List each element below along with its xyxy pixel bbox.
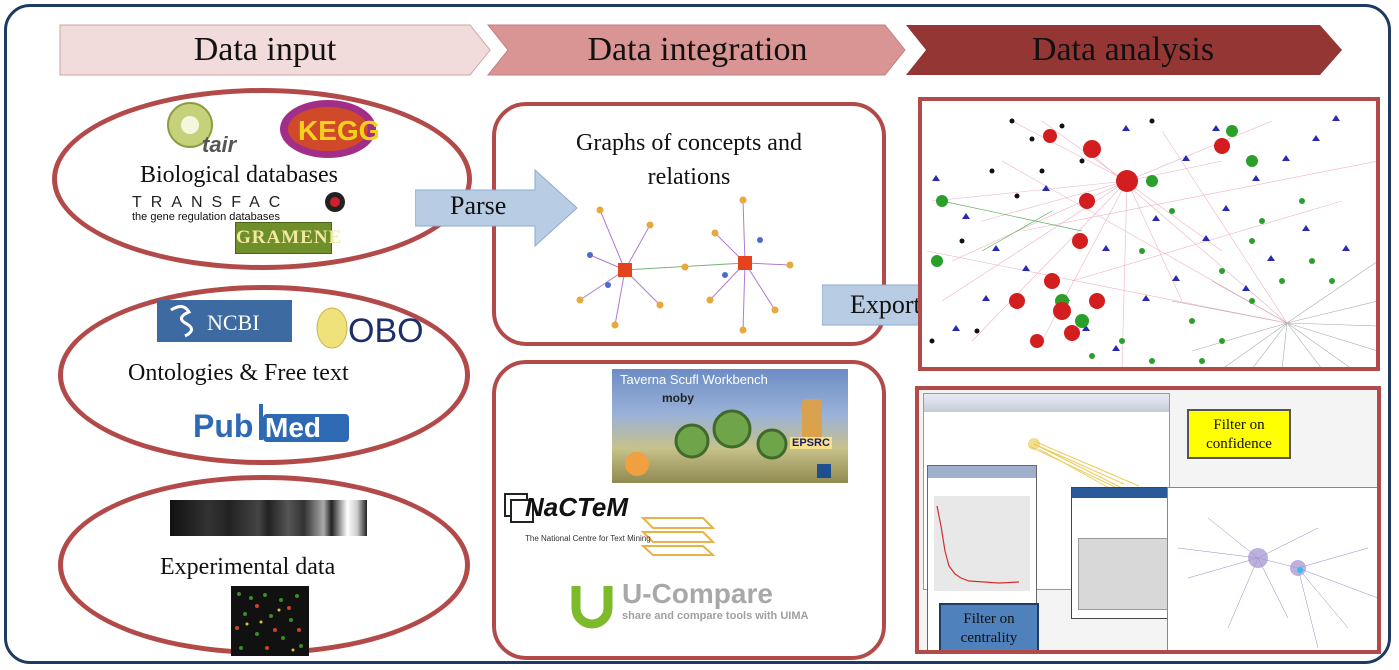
- svg-text:TRANSFAC: TRANSFAC: [132, 194, 289, 211]
- svg-text:OBO: OBO: [348, 312, 424, 350]
- outer-frame: [4, 4, 1391, 664]
- chevron-data-analysis: [906, 25, 1342, 75]
- small-graph-drawing: [576, 196, 794, 334]
- biological-databases-label: Biological databases: [140, 162, 338, 188]
- tair-logo: tair: [160, 100, 250, 160]
- ncbi-logo: NCBI: [157, 300, 292, 342]
- graphs-label: Graphs of concepts and relations: [576, 130, 802, 190]
- network-visualization: [926, 115, 1376, 367]
- chevron-data-input: [59, 24, 491, 76]
- chevron-data-integration: [486, 24, 906, 76]
- filter-dialog-window: [1071, 487, 1179, 619]
- ucompare-subtitle: share and compare tools with UIMA: [622, 610, 809, 622]
- gel-image: [170, 500, 367, 536]
- svg-text:KEGG: KEGG: [298, 115, 378, 146]
- ucompare-logo: U-Compare share and compare tools with U…: [568, 578, 858, 634]
- svg-text:Med: Med: [265, 412, 321, 443]
- moby-label: moby: [662, 391, 695, 405]
- ucompare-title: U-Compare: [622, 578, 773, 609]
- software-screenshots-box: Filter on confidence Filter on centralit…: [915, 386, 1381, 654]
- microarray-image: [231, 586, 309, 656]
- ontologies-label: Ontologies & Free text: [128, 360, 349, 386]
- pubmed-logo: Pub Med: [193, 400, 363, 451]
- filter-confidence-label: Filter on confidence: [1187, 409, 1291, 459]
- taverna-image: Taverna Scufl Workbench moby EPSRC: [612, 369, 848, 483]
- experimental-data-label: Experimental data: [160, 554, 336, 580]
- epsrc-label: EPSRC: [790, 437, 832, 449]
- kegg-logo: KEGG: [278, 98, 380, 165]
- nactem-logo: NaCTeM The National Centre for Text Mini…: [503, 488, 718, 556]
- network-visualization-box: [918, 97, 1380, 371]
- stage-chevrons: [59, 24, 1342, 76]
- gramene-logo: GRAMENE: [235, 222, 341, 254]
- parse-label: Parse: [450, 191, 507, 220]
- obo-logo: OBO: [312, 300, 432, 355]
- stage-data-analysis: Data analysis: [1031, 31, 1215, 68]
- network-window: [1167, 487, 1377, 650]
- nactem-title: NaCTeM: [525, 492, 629, 522]
- filter-centrality-label: Filter on centrality: [939, 603, 1039, 650]
- parse-arrow: [415, 168, 578, 248]
- stage-data-input: Data input: [193, 31, 337, 68]
- stage-data-integration: Data integration: [587, 31, 808, 68]
- svg-text:Pub: Pub: [193, 408, 253, 444]
- taverna-title: Taverna Scufl Workbench: [620, 372, 768, 387]
- svg-text:NCBI: NCBI: [207, 310, 260, 335]
- svg-text:tair: tair: [202, 132, 238, 155]
- transfac-logo: TRANSFAC: [132, 190, 347, 229]
- nactem-subtitle: The National Centre for Text Mining: [525, 534, 651, 543]
- transfac-subtitle: the gene regulation databases: [132, 211, 281, 223]
- export-label: Export: [850, 290, 921, 319]
